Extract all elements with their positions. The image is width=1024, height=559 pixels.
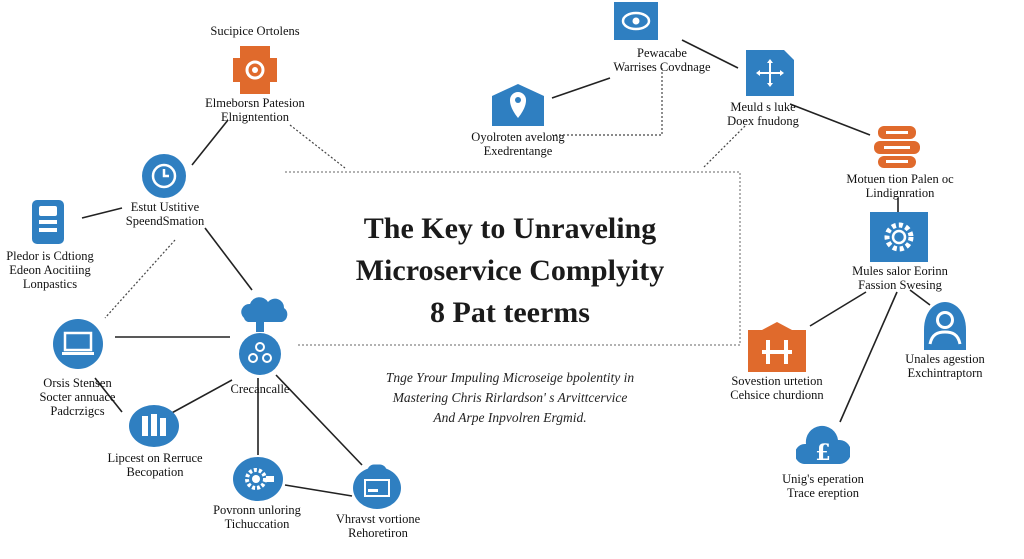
edge-n6-n9 — [275, 374, 363, 466]
gear-document-icon — [233, 46, 277, 94]
node-label-n3: Estut Ustitive SpeendSmation — [125, 200, 205, 228]
dotted-n12-frame — [702, 125, 746, 169]
dotted-n3-n5 — [104, 239, 176, 319]
node-label-n11: Oyolroten avelong Exedrentange — [471, 130, 565, 158]
dotted-n2-frame — [289, 124, 346, 169]
phone-icon — [32, 200, 64, 244]
cloud-pound-icon: £ — [796, 425, 850, 466]
edge-n16-n14 — [809, 291, 867, 327]
svg-text:£: £ — [815, 440, 830, 466]
cloud-molecule-icon — [239, 297, 288, 375]
eye-icon — [614, 2, 658, 40]
node-label-n6: Crecancalle — [230, 382, 290, 396]
location-pin-icon — [492, 84, 544, 126]
edge-n14-n15 — [909, 289, 931, 306]
edge-n11-n10 — [551, 77, 611, 99]
edge-n8-n9 — [284, 484, 353, 497]
node-label-n5: Orsis Stensen Socter annuace Padcrzigcs — [39, 376, 116, 418]
node-label-n15: Unales agestion Exchintraptorn — [905, 352, 985, 380]
dotted-n10-n11 — [552, 68, 663, 136]
clock-icon — [142, 154, 186, 198]
edge-n3-n6 — [204, 227, 253, 291]
center-frame — [285, 171, 741, 346]
database-icon — [874, 126, 920, 168]
node-label-n12: Meuld s luke Doex fnudong — [727, 100, 799, 128]
node-label-n10: Pewacabe Warrises Covdnage — [613, 46, 711, 74]
hash-box-icon — [748, 322, 806, 372]
node-label-n8: Povronn unloring Tichuccation — [213, 503, 301, 531]
node-label-n4: Pledor is Cdtiong Edeon Aocitiing Lonpas… — [6, 249, 94, 291]
node-label-n16: Sovestion urtetion Cehsice churdionn — [730, 374, 824, 402]
edge-n5-n7 — [94, 377, 123, 413]
node-label-n1: Sucipice Ortolens — [210, 24, 300, 38]
gear-icon — [233, 457, 283, 501]
building-icon — [129, 405, 179, 447]
user-icon — [924, 302, 966, 350]
edge-n2-n3 — [191, 119, 229, 166]
edge-n10-n12 — [681, 39, 739, 69]
node-label-n13: Motuen tion Palen oc Lindignration — [846, 172, 954, 200]
diagram-title: The Key to Unraveling Microservice Compl… — [355, 212, 665, 329]
edge-n12-n13 — [789, 103, 871, 136]
diagram-subtitle: Tnge Yrour Impuling Microseige bpolentit… — [385, 370, 635, 425]
edge-n14-n17 — [839, 291, 898, 423]
node-label-n9: Vhravst vortione Rehoretiron — [335, 512, 421, 540]
node-label-n17: Unig's eperation Trace ereption — [782, 472, 864, 500]
edge-n7-n6 — [167, 379, 233, 416]
node-label-n14: Mules salor Eorinn Fassion Swesing — [852, 264, 948, 292]
node-label-n2: Elmeborsn Patesion Elnigntention — [205, 96, 305, 124]
terminal-icon — [353, 464, 401, 509]
move-icon — [746, 50, 794, 96]
edge-n4-n3 — [81, 207, 123, 219]
node-label-n7: Lipcest on Rerruce Becopation — [107, 451, 203, 479]
settings-icon — [870, 212, 928, 262]
monitor-icon — [53, 319, 103, 369]
